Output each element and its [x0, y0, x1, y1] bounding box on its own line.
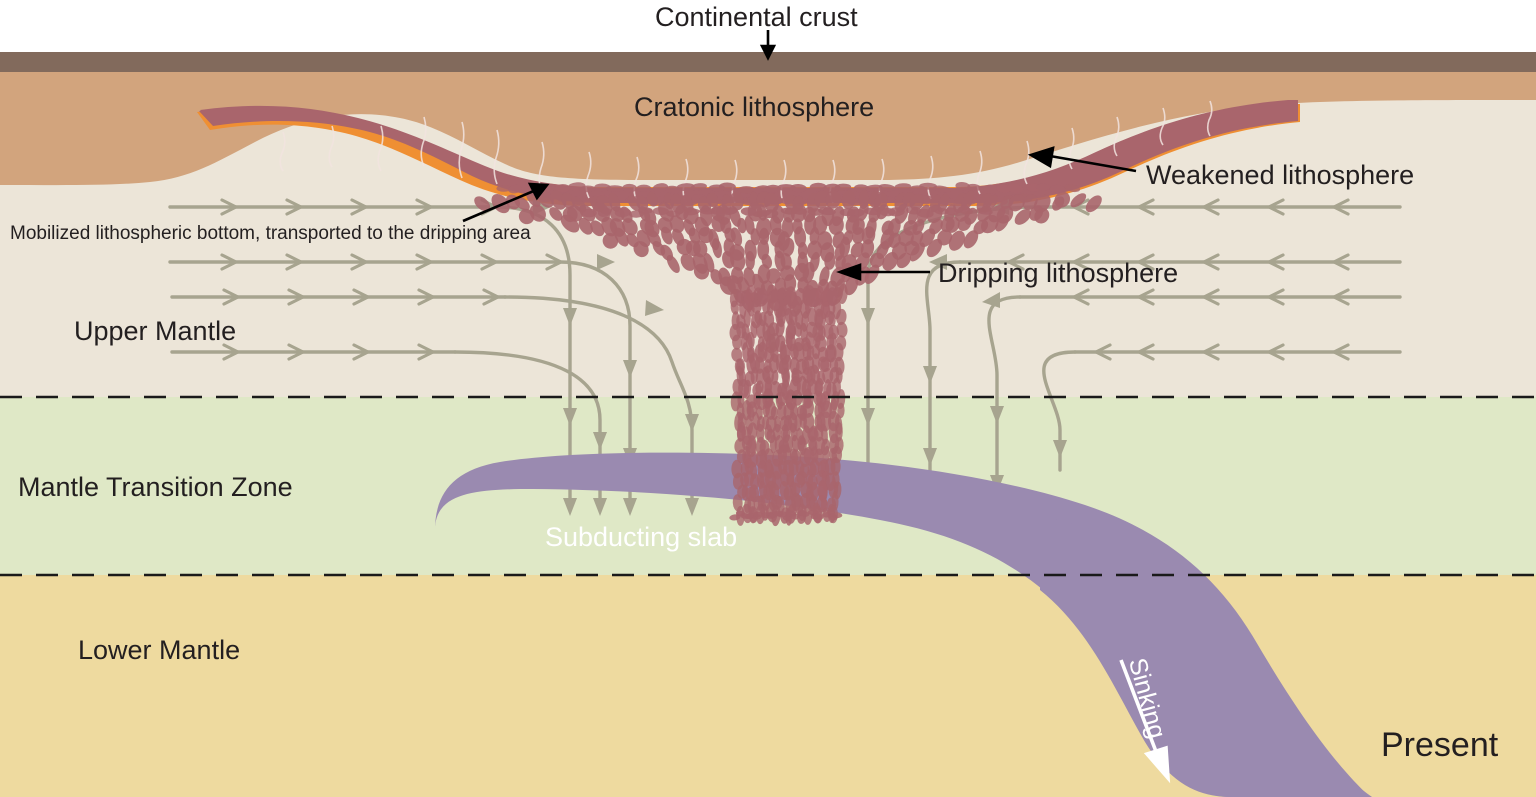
- weakened-lithosphere-pointer: [1049, 154, 1137, 173]
- subducting-slab-lower-lobe: [1040, 516, 1372, 797]
- cratonic-lithosphere-label: Cratonic lithosphere: [634, 92, 875, 122]
- mobilized-bottom-pointer: [462, 188, 537, 223]
- continental-crust-label: Continental crust: [655, 2, 858, 32]
- dripping-lithosphere-label: Dripping lithosphere: [938, 258, 1179, 288]
- mobilized-lithospheric-bottom-label: Mobilized lithospheric bottom, transport…: [10, 223, 531, 244]
- weakened-lithosphere-thick-band: [199, 101, 1298, 203]
- dripping-lithosphere-clasts: [474, 182, 1102, 527]
- mantle-transition-zone-label: Mantle Transition Zone: [18, 472, 293, 502]
- continental-crust-band: [0, 52, 1536, 72]
- present-stage-label: Present: [1381, 726, 1499, 764]
- cratonic-lithosphere-body: [0, 72, 1536, 186]
- subducting-slab-label: Subducting slab: [545, 522, 738, 552]
- weakened-lithosphere-label: Weakened lithosphere: [1146, 160, 1415, 190]
- lower-mantle-label: Lower Mantle: [78, 635, 241, 665]
- pointer-lines: [462, 30, 1137, 281]
- sinking-arrow: [1119, 659, 1171, 784]
- upper-mantle-label: Upper Mantle: [74, 316, 237, 346]
